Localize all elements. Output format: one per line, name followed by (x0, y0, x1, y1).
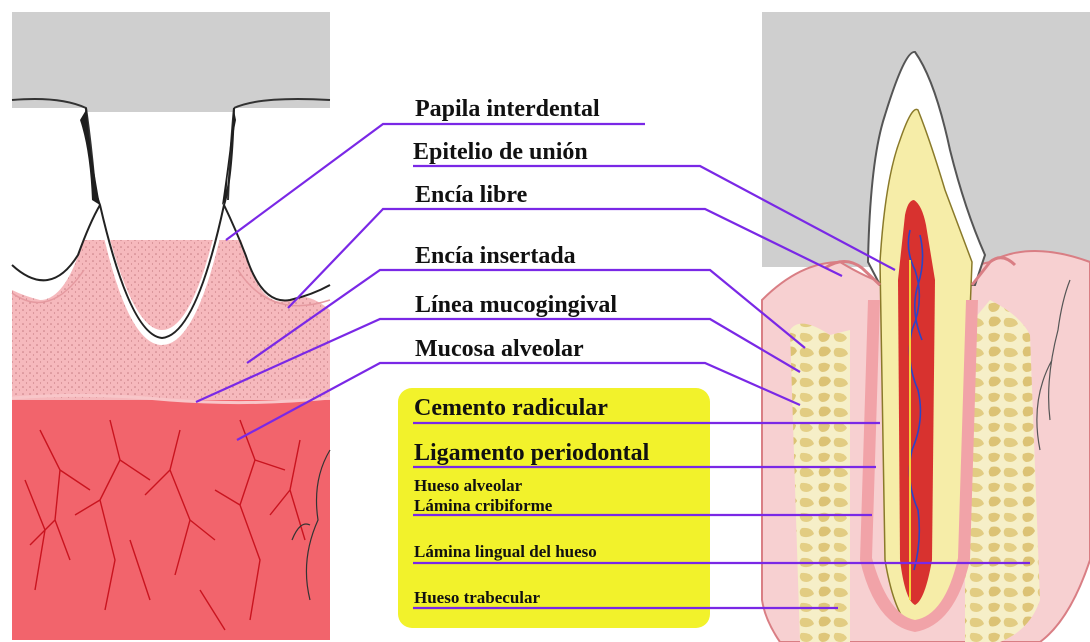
label-encia-insertada: Encía insertada (415, 244, 576, 268)
label-ligamento-periodontal: Ligamento periodontal (414, 441, 649, 465)
label-papila-interdental: Papila interdental (415, 97, 600, 121)
label-encia-libre: Encía libre (415, 183, 527, 207)
label-mucosa-alveolar: Mucosa alveolar (415, 337, 584, 361)
label-lamina-lingual: Lámina lingual del hueso (414, 543, 597, 560)
label-epitelio-union: Epitelio de unión (413, 140, 588, 164)
label-lamina-cribiforme: Lámina cribiforme (414, 497, 552, 514)
label-hueso-trabecular: Hueso trabecular (414, 589, 540, 606)
pulp (898, 200, 935, 605)
label-cemento-radicular: Cemento radicular (414, 396, 608, 420)
label-linea-mucogingival: Línea mucogingival (415, 293, 617, 317)
upper-lip-area (12, 12, 330, 112)
left-gingiva-illustration (12, 12, 330, 640)
alveolar-mucosa-area (12, 395, 330, 640)
label-hueso-alveolar: Hueso alveolar (414, 477, 522, 494)
right-tooth-section (762, 12, 1090, 642)
